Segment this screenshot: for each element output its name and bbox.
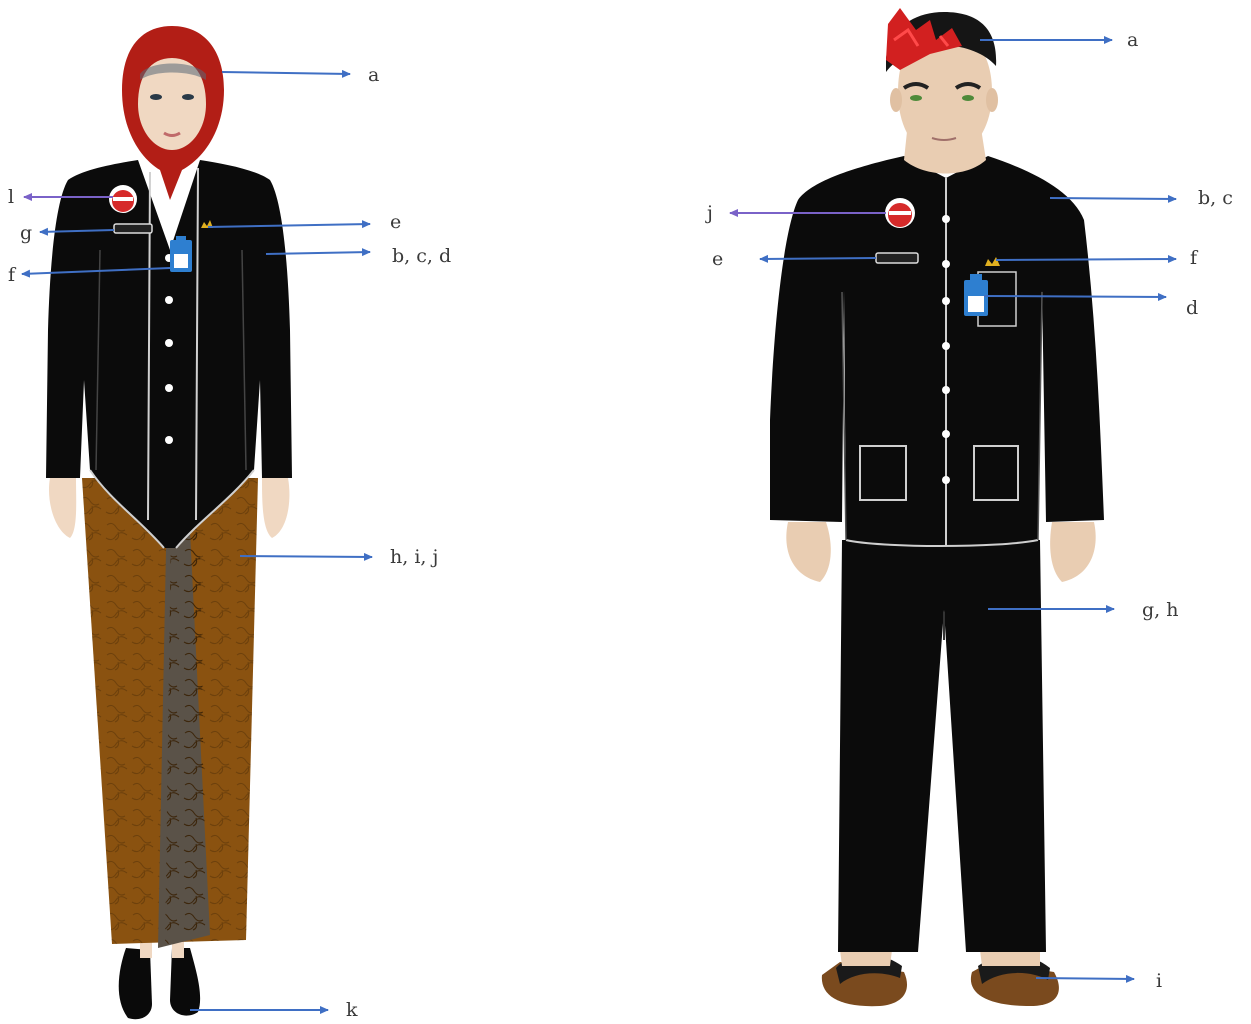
name-tag-icon bbox=[114, 224, 152, 233]
female-label-hij: h, i, j bbox=[390, 546, 438, 568]
female-left-hand bbox=[49, 478, 76, 538]
id-card-icon bbox=[964, 274, 988, 316]
male-label-a: a bbox=[1127, 29, 1138, 51]
male-label-d: d bbox=[1186, 297, 1198, 319]
female-left-shoe bbox=[119, 948, 152, 1019]
male-label-i: i bbox=[1156, 970, 1162, 992]
male-left-sandal bbox=[822, 950, 907, 1006]
female-right-shoe bbox=[170, 948, 200, 1016]
female-figure bbox=[46, 26, 292, 1019]
female-label-a: a bbox=[368, 64, 379, 86]
badge-icon bbox=[109, 185, 137, 213]
badge-icon bbox=[885, 198, 915, 228]
female-label-e: e bbox=[390, 211, 401, 233]
male-label-e: e bbox=[712, 248, 723, 270]
female-label-f: f bbox=[8, 264, 17, 286]
male-trousers bbox=[838, 540, 1046, 952]
male-right-hand bbox=[1050, 522, 1096, 582]
name-tag-icon bbox=[876, 253, 918, 263]
male-label-j: j bbox=[705, 202, 713, 224]
female-label-l: l bbox=[8, 186, 14, 208]
female-label-bcd: b, c, d bbox=[392, 245, 451, 267]
female-label-k: k bbox=[346, 999, 358, 1021]
id-card-icon bbox=[170, 236, 192, 272]
male-label-bc: b, c bbox=[1198, 187, 1233, 209]
female-right-hand bbox=[262, 478, 289, 538]
male-figure bbox=[770, 8, 1104, 1006]
male-label-gh: g, h bbox=[1142, 599, 1178, 621]
female-label-g: g bbox=[20, 222, 32, 244]
male-label-f: f bbox=[1190, 247, 1199, 269]
male-jacket bbox=[770, 156, 1104, 546]
male-left-hand bbox=[786, 522, 830, 582]
